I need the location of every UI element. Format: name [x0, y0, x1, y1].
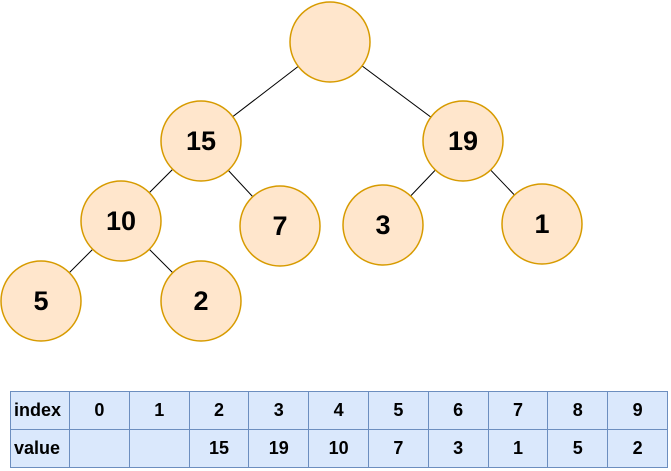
- tree-node-1: 1: [501, 183, 583, 265]
- index-cell-9: 9: [607, 391, 668, 430]
- node-label-19: 19: [448, 126, 478, 156]
- index-cell-6: 6: [427, 391, 489, 430]
- value-cell-0: [69, 429, 130, 468]
- node-circle-5: [0, 260, 82, 342]
- node-label-1: 1: [534, 209, 549, 239]
- tree-node-2: 2: [160, 260, 242, 342]
- tree-node-10: 10: [80, 180, 162, 262]
- tree-node-15: 15: [160, 100, 242, 182]
- tree-node-3: 3: [342, 184, 424, 266]
- node-circle-2: [160, 260, 242, 342]
- index-cell-0: 0: [69, 391, 130, 430]
- node-circle-15: [160, 100, 242, 182]
- index-cell-4: 4: [308, 391, 369, 430]
- value-cell-4: 10: [308, 429, 369, 468]
- index-cell-2: 2: [188, 391, 250, 430]
- node-circle-root: [289, 1, 371, 83]
- node-label-5: 5: [33, 286, 48, 316]
- value-cell-8: 5: [547, 429, 609, 468]
- value-cell-1: [128, 429, 190, 468]
- value-cell-9: 2: [607, 429, 668, 468]
- index-cell-3: 3: [248, 391, 310, 430]
- value-cell-7: 1: [487, 429, 549, 468]
- node-circle-3: [342, 184, 424, 266]
- value-cell-5: 7: [367, 429, 429, 468]
- index-cell-1: 1: [128, 391, 190, 430]
- tree-node-19: 19: [422, 100, 504, 182]
- index-cell-8: 8: [547, 391, 609, 430]
- tree-node-5: 5: [0, 260, 82, 342]
- node-label-7: 7: [272, 211, 287, 241]
- array-table: index 0 1 2 3 4 5 6 7 8 9 value 15 19 10…: [10, 391, 668, 468]
- value-cell-3: 19: [248, 429, 310, 468]
- node-label-3: 3: [375, 210, 390, 240]
- node-label-10: 10: [106, 206, 136, 236]
- node-label-15: 15: [186, 126, 216, 156]
- value-cell-2: 15: [188, 429, 250, 468]
- node-circle-10: [80, 180, 162, 262]
- node-circle-19: [422, 100, 504, 182]
- index-row-header: index: [10, 391, 70, 430]
- index-cell-7: 7: [487, 391, 549, 430]
- tree-node-7: 7: [239, 185, 321, 267]
- tree-node-root: [289, 1, 371, 83]
- value-row-header: value: [10, 429, 70, 468]
- node-circle-1: [501, 183, 583, 265]
- index-cell-5: 5: [367, 391, 429, 430]
- value-cell-6: 3: [427, 429, 489, 468]
- node-label-2: 2: [193, 286, 208, 316]
- index-row: index 0 1 2 3 4 5 6 7 8 9: [10, 391, 668, 430]
- node-circle-7: [239, 185, 321, 267]
- binary-tree-diagram: 15 19 10 7 3 1 5 2: [0, 1, 583, 342]
- value-row: value 15 19 10 7 3 1 5 2: [10, 429, 668, 468]
